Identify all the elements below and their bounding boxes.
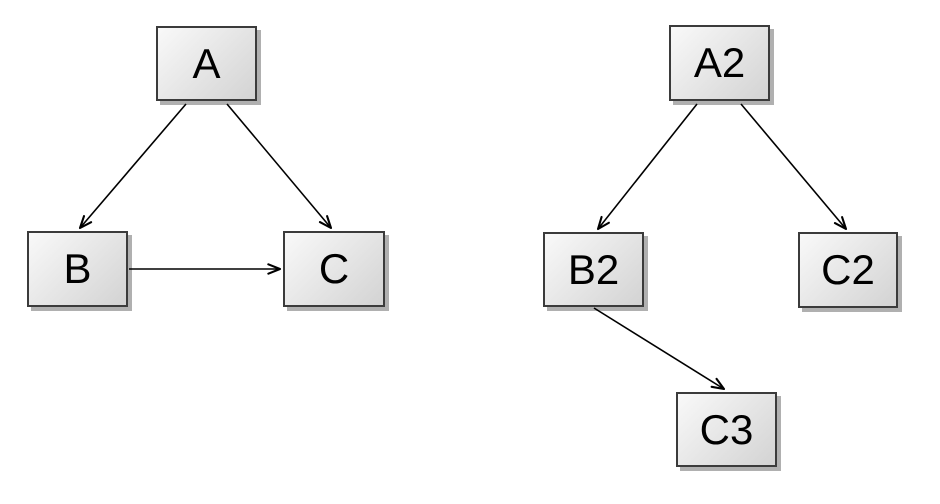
- node-B[interactable]: B: [27, 231, 128, 307]
- edge-A-B: [78, 103, 187, 230]
- node-label-B: B: [63, 245, 92, 292]
- node-C3[interactable]: C3: [676, 392, 777, 467]
- node-A[interactable]: A: [156, 26, 257, 101]
- edge-A-C: [226, 103, 333, 230]
- node-label-B2: B2: [567, 245, 620, 293]
- node-label-C3: C3: [699, 405, 754, 453]
- node-label-A2: A2: [693, 39, 746, 86]
- node-A2[interactable]: A2: [669, 25, 770, 101]
- edges-group: [78, 103, 848, 391]
- node-label-A: A: [192, 39, 221, 87]
- node-C[interactable]: C: [283, 231, 385, 307]
- node-label-C2: C2: [821, 246, 875, 293]
- edge-B2-C3: [593, 307, 726, 391]
- node-C2[interactable]: C2: [798, 232, 898, 308]
- node-B2[interactable]: B2: [543, 232, 644, 307]
- edge-A2-B2: [596, 103, 698, 231]
- edge-A2-C2: [740, 103, 848, 231]
- node-label-C: C: [318, 245, 350, 292]
